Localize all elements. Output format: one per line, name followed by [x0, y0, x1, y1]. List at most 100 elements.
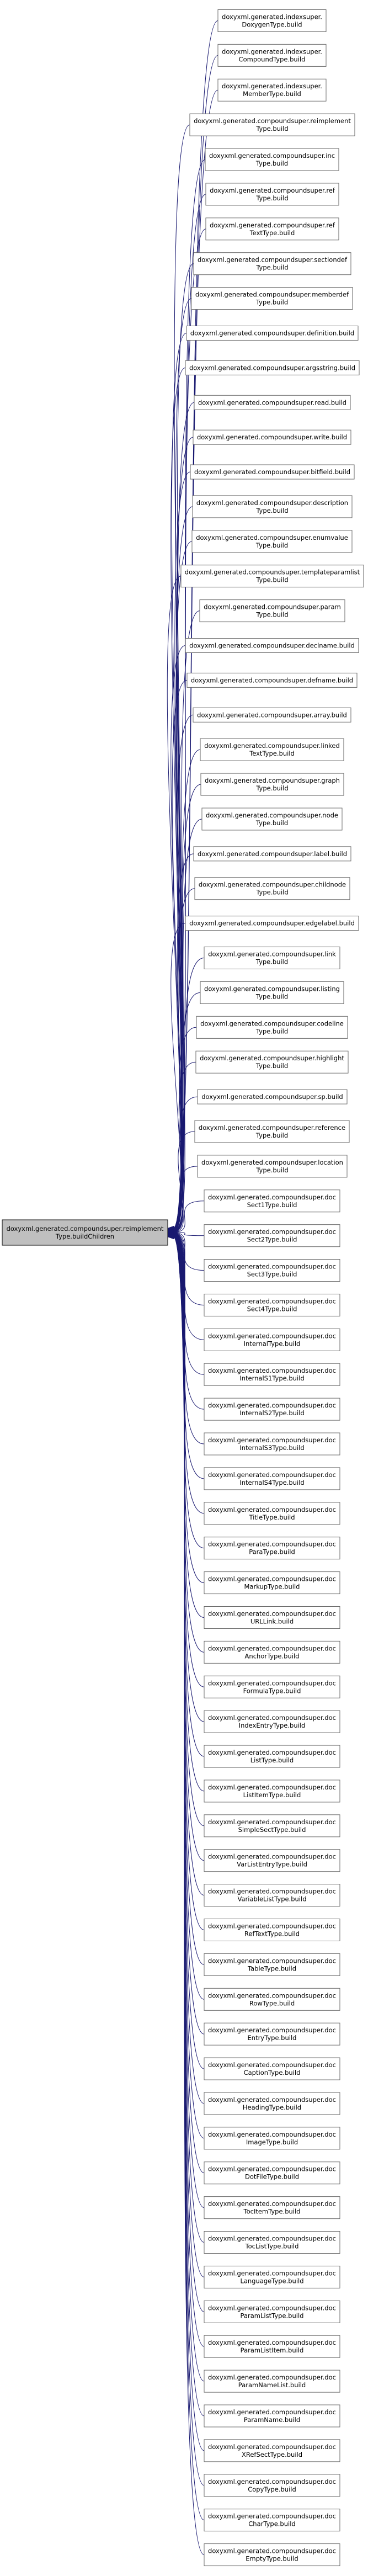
target-node[interactable]: doxyxml.generated.compoundsuper.docRefTe…	[204, 1919, 340, 1941]
target-node[interactable]: doxyxml.generated.compoundsuper.docLangu…	[204, 2265, 340, 2288]
target-node-label-line: doxyxml.generated.compoundsuper.doc	[208, 2443, 336, 2451]
source-node-reimplement-type-buildchildren[interactable]: doxyxml.generated.compoundsuper.reimplem…	[2, 1219, 168, 1246]
target-node-label-line: ListType.build	[250, 1756, 294, 1764]
target-node-box	[204, 1537, 340, 1560]
target-node-box	[191, 530, 353, 553]
target-node[interactable]: doxyxml.generated.compoundsuper.nodeType…	[201, 808, 343, 831]
target-node[interactable]: doxyxml.generated.compoundsuper.listingT…	[200, 981, 344, 1004]
target-node-box	[193, 252, 351, 275]
target-node-box	[197, 1155, 348, 1178]
target-node[interactable]: doxyxml.generated.compoundsuper.docSect2…	[204, 1224, 340, 1247]
target-node[interactable]: doxyxml.generated.compoundsuper.docCopyT…	[204, 2474, 340, 2497]
target-node[interactable]: doxyxml.generated.compoundsuper.label.bu…	[193, 846, 351, 862]
target-node-label-line: doxyxml.generated.compoundsuper.label.bu…	[198, 850, 347, 858]
target-node[interactable]: doxyxml.generated.compoundsuper.docDotFi…	[204, 2161, 340, 2185]
target-node[interactable]: doxyxml.generated.compoundsuper.docEntry…	[204, 2022, 340, 2046]
target-node[interactable]: doxyxml.generated.compoundsuper.childnod…	[194, 877, 350, 900]
target-node[interactable]: doxyxml.generated.compoundsuper.referenc…	[194, 1120, 350, 1143]
target-node[interactable]: doxyxml.generated.compoundsuper.linkType…	[204, 947, 340, 970]
target-node[interactable]: doxyxml.generated.compoundsuper.docURLLi…	[204, 1606, 340, 1629]
target-node-label-line: doxyxml.generated.compoundsuper.doc	[208, 1332, 336, 1340]
target-node[interactable]: doxyxml.generated.compoundsuper.linkedTe…	[200, 738, 344, 761]
call-edge	[173, 1027, 197, 1232]
target-node[interactable]: doxyxml.generated.compoundsuper.descript…	[192, 495, 353, 518]
target-node[interactable]: doxyxml.generated.compoundsuper.enumvalu…	[191, 530, 353, 553]
target-node-box	[201, 808, 343, 831]
target-node[interactable]: doxyxml.generated.compoundsuper.docIndex…	[204, 1710, 340, 1733]
target-node[interactable]: doxyxml.generated.compoundsuper.docTocLi…	[204, 2231, 340, 2254]
target-node[interactable]: doxyxml.generated.compoundsuper.docSect3…	[204, 1259, 340, 1282]
target-node[interactable]: doxyxml.generated.compoundsuper.docSect4…	[204, 1293, 340, 1316]
target-node[interactable]: doxyxml.generated.compoundsuper.read.bui…	[194, 395, 351, 410]
target-node[interactable]: doxyxml.generated.compoundsuper.docXRefS…	[204, 2439, 340, 2462]
target-node[interactable]: doxyxml.generated.compoundsuper.bitfield…	[190, 464, 355, 480]
target-node[interactable]: doxyxml.generated.compoundsuper.docSimpl…	[204, 1814, 340, 1837]
target-node[interactable]: doxyxml.generated.indexsuper.CompoundTyp…	[217, 44, 327, 67]
target-node[interactable]: doxyxml.generated.compoundsuper.docVaria…	[204, 1884, 340, 1907]
target-node[interactable]: doxyxml.generated.compoundsuper.incType.…	[205, 148, 339, 171]
target-node[interactable]: doxyxml.generated.compoundsuper.docInter…	[204, 1398, 340, 1421]
target-node[interactable]: doxyxml.generated.compoundsuper.docParam…	[204, 2300, 340, 2323]
target-node[interactable]: doxyxml.generated.compoundsuper.refTextT…	[205, 217, 339, 241]
target-node[interactable]: doxyxml.generated.compoundsuper.paramTyp…	[199, 599, 345, 623]
target-node[interactable]: doxyxml.generated.compoundsuper.docEmpty…	[204, 2543, 340, 2567]
target-node[interactable]: doxyxml.generated.compoundsuper.docParam…	[204, 2404, 340, 2428]
target-node[interactable]: doxyxml.generated.compoundsuper.memberde…	[191, 287, 353, 310]
target-node[interactable]: doxyxml.generated.compoundsuper.docHeadi…	[204, 2092, 340, 2115]
target-node[interactable]: doxyxml.generated.compoundsuper.docListT…	[204, 1745, 340, 1768]
target-node-box	[193, 429, 351, 445]
target-node-label-line: Type.build	[255, 611, 288, 619]
target-node-label-line: doxyxml.generated.compoundsuper.declname…	[189, 642, 355, 650]
target-node-box	[204, 2161, 340, 2185]
target-node[interactable]: doxyxml.generated.compoundsuper.docParam…	[204, 2370, 340, 2393]
target-node[interactable]: doxyxml.generated.compoundsuper.docFormu…	[204, 1675, 340, 1698]
target-node[interactable]: doxyxml.generated.compoundsuper.docListI…	[204, 1780, 340, 1803]
target-node[interactable]: doxyxml.generated.compoundsuper.docInter…	[204, 1467, 340, 1490]
target-node-box	[200, 981, 344, 1004]
target-node[interactable]: doxyxml.generated.compoundsuper.sp.build	[197, 1089, 348, 1104]
target-node[interactable]: doxyxml.generated.compoundsuper.write.bu…	[193, 429, 351, 445]
target-node[interactable]: doxyxml.generated.compoundsuper.docInter…	[204, 1328, 340, 1351]
target-node[interactable]: doxyxml.generated.compoundsuper.docCharT…	[204, 2509, 340, 2532]
target-node[interactable]: doxyxml.generated.compoundsuper.docTocIt…	[204, 2196, 340, 2219]
target-node[interactable]: doxyxml.generated.indexsuper.DoxygenType…	[217, 9, 327, 32]
target-node[interactable]: doxyxml.generated.compoundsuper.location…	[197, 1155, 348, 1178]
call-edge	[173, 888, 195, 1231]
target-node[interactable]: doxyxml.generated.compoundsuper.docTable…	[204, 1953, 340, 1976]
target-node[interactable]: doxyxml.generated.compoundsuper.array.bu…	[193, 707, 351, 723]
target-node[interactable]: doxyxml.generated.compoundsuper.docMarku…	[204, 1571, 340, 1595]
target-node[interactable]: doxyxml.generated.compoundsuper.docInter…	[204, 1432, 340, 1456]
target-node[interactable]: doxyxml.generated.compoundsuper.docVarLi…	[204, 1849, 340, 1872]
target-node[interactable]: doxyxml.generated.compoundsuper.template…	[180, 565, 364, 588]
target-node[interactable]: doxyxml.generated.compoundsuper.docParaT…	[204, 1537, 340, 1560]
target-node[interactable]: doxyxml.generated.compoundsuper.reimplem…	[189, 113, 355, 136]
target-node[interactable]: doxyxml.generated.compoundsuper.refType.…	[205, 183, 339, 206]
target-node[interactable]: doxyxml.generated.compoundsuper.highligh…	[195, 1050, 349, 1074]
call-edge	[170, 923, 186, 1232]
target-node[interactable]: doxyxml.generated.compoundsuper.docParam…	[204, 2335, 340, 2358]
target-node-box	[190, 464, 355, 480]
target-node[interactable]: doxyxml.generated.compoundsuper.definiti…	[186, 325, 359, 341]
target-node[interactable]: doxyxml.generated.compoundsuper.sectiond…	[193, 252, 351, 275]
target-node[interactable]: doxyxml.generated.compoundsuper.docTitle…	[204, 1502, 340, 1525]
target-node[interactable]: doxyxml.generated.compoundsuper.docAncho…	[204, 1640, 340, 1664]
target-node-box	[204, 1432, 340, 1456]
target-node-label-line: doxyxml.generated.compoundsuper.doc	[208, 1541, 336, 1548]
target-node[interactable]: doxyxml.generated.compoundsuper.docRowTy…	[204, 1988, 340, 2011]
target-node[interactable]: doxyxml.generated.compoundsuper.edgelabe…	[185, 916, 359, 931]
target-node[interactable]: doxyxml.generated.compoundsuper.docInter…	[204, 1363, 340, 1386]
target-node-box	[217, 78, 327, 102]
target-node[interactable]: doxyxml.generated.compoundsuper.docImage…	[204, 2127, 340, 2150]
target-node-label-line: MemberType.build	[243, 90, 301, 98]
target-node[interactable]: doxyxml.generated.compoundsuper.declname…	[185, 638, 359, 653]
target-node-box	[204, 2127, 340, 2150]
target-node[interactable]: doxyxml.generated.compoundsuper.graphTyp…	[200, 773, 344, 796]
target-node[interactable]: doxyxml.generated.indexsuper.MemberType.…	[217, 78, 327, 102]
target-node[interactable]: doxyxml.generated.compoundsuper.defname.…	[186, 672, 358, 688]
target-node[interactable]: doxyxml.generated.compoundsuper.docCapti…	[204, 2057, 340, 2080]
target-node[interactable]: doxyxml.generated.compoundsuper.argsstri…	[185, 360, 360, 375]
target-node[interactable]: doxyxml.generated.compoundsuper.codeline…	[196, 1016, 348, 1039]
target-node[interactable]: doxyxml.generated.compoundsuper.docSect1…	[204, 1189, 340, 1213]
target-node-box	[204, 2092, 340, 2115]
target-node-box	[204, 2509, 340, 2532]
